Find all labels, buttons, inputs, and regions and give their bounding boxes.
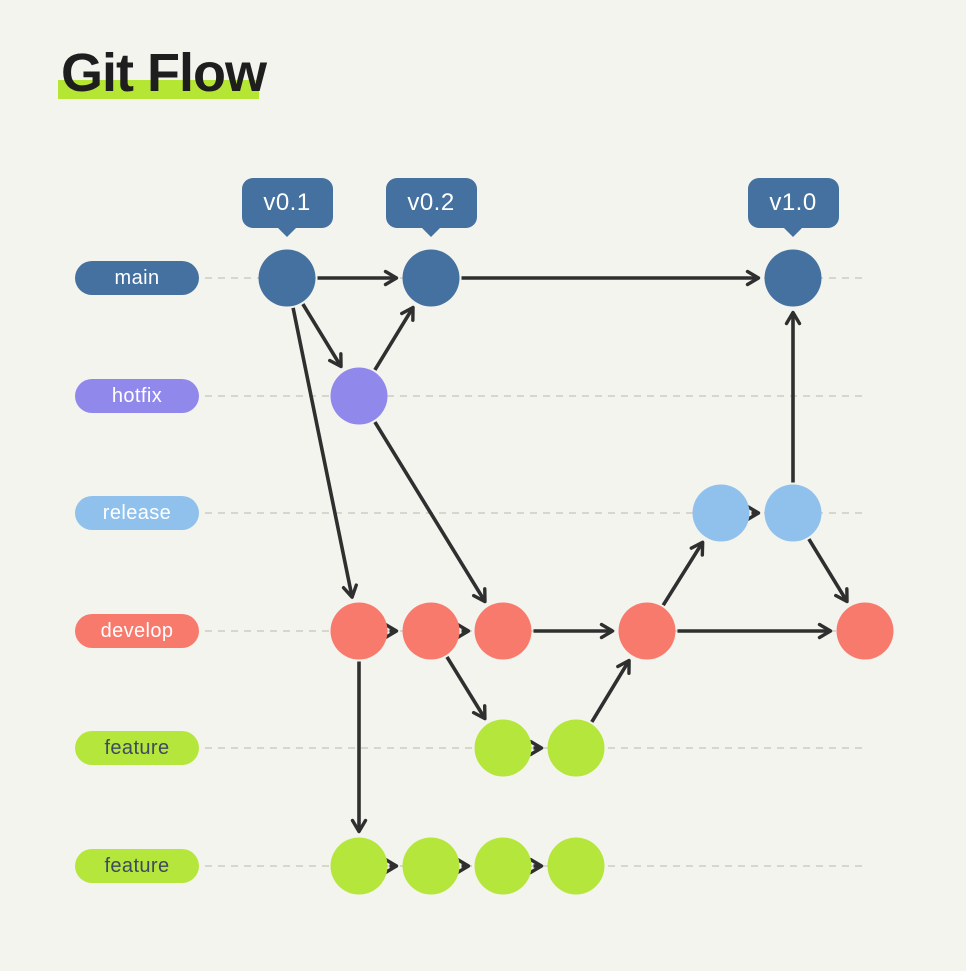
edge-m1-h1 [301, 303, 343, 369]
commit-node-r1 [692, 484, 750, 542]
commit-node-g4 [547, 837, 605, 895]
commit-node-f1 [474, 719, 532, 777]
edge-h1-d3 [373, 421, 487, 604]
commit-node-d3 [474, 602, 532, 660]
branch-label-hotfix: hotfix [75, 379, 199, 413]
version-tag-v0.1: v0.1 [241, 178, 333, 237]
commit-node-g3 [474, 837, 532, 895]
version-tag-v0.2: v0.2 [385, 178, 477, 237]
commit-node-g1 [330, 837, 388, 895]
edge-m1-d1 [291, 307, 358, 599]
commit-node-d1 [330, 602, 388, 660]
commit-node-f2 [547, 719, 605, 777]
edge-d2-f1 [445, 656, 487, 721]
branch-label-feature2: feature [75, 849, 199, 883]
edge-h1-m2 [373, 305, 415, 371]
commit-node-m3 [764, 249, 822, 307]
branch-label-develop: develop [75, 614, 199, 648]
edge-d4-r1 [661, 540, 705, 607]
page-title: Git Flow [61, 43, 267, 103]
commit-node-d5 [836, 602, 894, 660]
edge-r2-d5 [807, 538, 849, 604]
version-tag-v1.0: v1.0 [747, 178, 839, 237]
title-highlight [58, 80, 259, 99]
version-tag-pointer [783, 227, 803, 237]
commit-node-h1 [330, 367, 388, 425]
commit-node-r2 [764, 484, 822, 542]
version-tag-pointer [421, 227, 441, 237]
commit-node-d4 [618, 602, 676, 660]
commit-node-d2 [402, 602, 460, 660]
commit-node-m2 [402, 249, 460, 307]
commit-node-g2 [402, 837, 460, 895]
edge-f2-d4 [590, 658, 631, 723]
commit-node-m1 [258, 249, 316, 307]
branch-label-release: release [75, 496, 199, 530]
edges-layer [291, 269, 849, 875]
branch-label-feature1: feature [75, 731, 199, 765]
branch-label-main: main [75, 261, 199, 295]
version-tag-pointer [277, 227, 297, 237]
nodes-layer [258, 249, 894, 895]
